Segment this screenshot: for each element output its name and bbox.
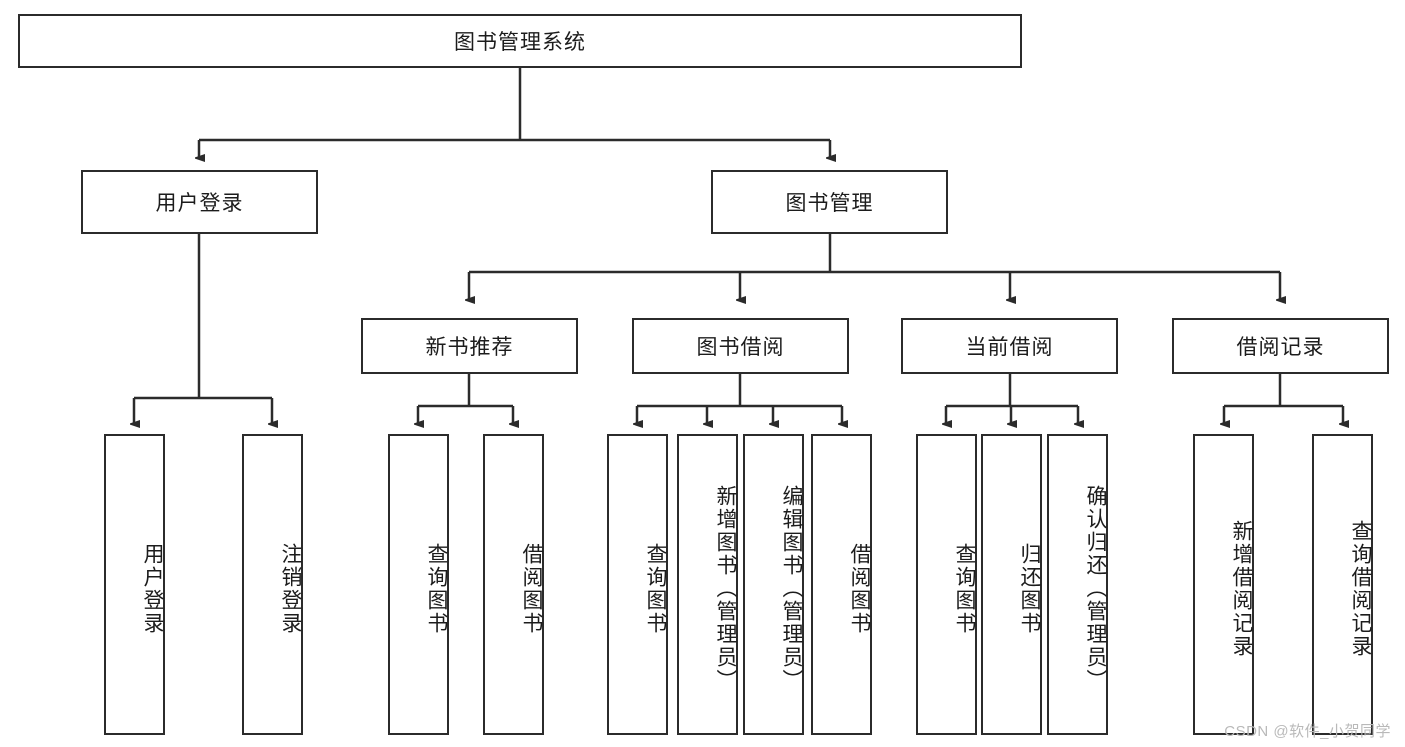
node-leaf-add-record[interactable]: 新增借阅记录: [1193, 434, 1254, 735]
node-book-borrow[interactable]: 图书借阅: [632, 318, 849, 374]
node-root[interactable]: 图书管理系统: [18, 14, 1022, 68]
node-leaf-query-book-2[interactable]: 查询图书: [607, 434, 668, 735]
node-leaf-add-book[interactable]: 新增图书（管理员）: [677, 434, 738, 735]
node-leaf-query-book-2-label: 查询图书: [644, 542, 667, 635]
node-leaf-query-book-3[interactable]: 查询图书: [916, 434, 977, 735]
node-leaf-confirm-return[interactable]: 确认归还（管理员）: [1047, 434, 1108, 735]
node-leaf-query-record[interactable]: 查询借阅记录: [1312, 434, 1373, 735]
node-leaf-add-book-label: 新增图书（管理员）: [714, 485, 737, 692]
watermark: CSDN @软件_小贺同学: [1224, 723, 1391, 740]
node-leaf-borrow-book-2[interactable]: 借阅图书: [811, 434, 872, 735]
node-borrow-record[interactable]: 借阅记录: [1172, 318, 1389, 374]
node-current-borrow-label: 当前借阅: [965, 336, 1054, 359]
node-book-manage-label: 图书管理: [785, 192, 874, 215]
node-borrow-record-label: 借阅记录: [1236, 336, 1325, 359]
node-leaf-borrow-book-2-label: 借阅图书: [848, 542, 871, 635]
node-new-book-recommend[interactable]: 新书推荐: [361, 318, 578, 374]
node-leaf-edit-book-label: 编辑图书（管理员）: [780, 485, 803, 692]
node-leaf-user-logout-label: 注销登录: [279, 542, 302, 635]
node-user-login[interactable]: 用户登录: [81, 170, 318, 234]
node-leaf-user-logout[interactable]: 注销登录: [242, 434, 303, 735]
node-leaf-borrow-book-1[interactable]: 借阅图书: [483, 434, 544, 735]
node-root-label: 图书管理系统: [454, 31, 586, 54]
node-leaf-return-book[interactable]: 归还图书: [981, 434, 1042, 735]
node-leaf-query-record-label: 查询借阅记录: [1349, 519, 1372, 658]
node-leaf-user-login-label: 用户登录: [141, 542, 164, 635]
node-leaf-query-book-1[interactable]: 查询图书: [388, 434, 449, 735]
node-book-manage[interactable]: 图书管理: [711, 170, 948, 234]
node-user-login-label: 用户登录: [155, 192, 244, 215]
node-leaf-query-book-3-label: 查询图书: [953, 542, 976, 635]
node-leaf-return-book-label: 归还图书: [1018, 542, 1041, 635]
node-new-book-recommend-label: 新书推荐: [425, 336, 514, 359]
node-leaf-add-record-label: 新增借阅记录: [1230, 519, 1253, 658]
node-leaf-borrow-book-1-label: 借阅图书: [520, 542, 543, 635]
node-leaf-query-book-1-label: 查询图书: [425, 542, 448, 635]
node-book-borrow-label: 图书借阅: [696, 336, 785, 359]
node-current-borrow[interactable]: 当前借阅: [901, 318, 1118, 374]
node-leaf-user-login[interactable]: 用户登录: [104, 434, 165, 735]
node-leaf-confirm-return-label: 确认归还（管理员）: [1084, 485, 1107, 692]
node-leaf-edit-book[interactable]: 编辑图书（管理员）: [743, 434, 804, 735]
